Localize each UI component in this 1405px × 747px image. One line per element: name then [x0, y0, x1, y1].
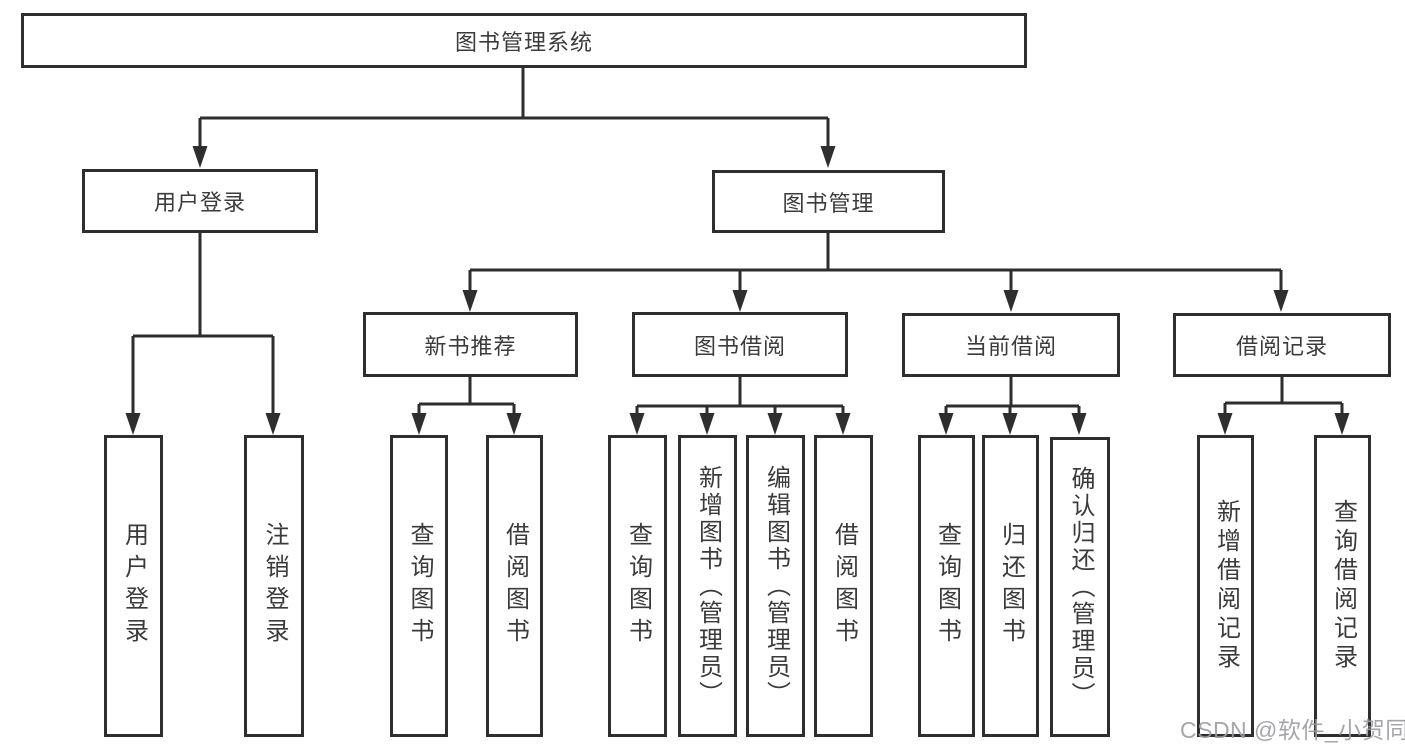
leaf-current-query-books: 查询图书 — [918, 435, 975, 737]
node-label: 编辑图书（管理员） — [762, 464, 790, 708]
node-label: 注销登录 — [261, 522, 288, 650]
node-label: 查询图书 — [406, 522, 433, 650]
node-label: 图书借阅 — [693, 333, 786, 359]
node-label: 查询借阅记录 — [1329, 499, 1357, 673]
node-label: 确认归还（管理员） — [1067, 465, 1094, 709]
node-book-borrow: 图书借阅 — [632, 312, 848, 377]
node-label: 新书推荐 — [424, 333, 517, 359]
watermark: CSDN @软件_小贺同学 — [1180, 717, 1405, 743]
node-label: 查询图书 — [933, 522, 961, 650]
node-label: 当前借阅 — [964, 334, 1057, 359]
node-label: 用户登录 — [153, 190, 246, 215]
leaf-borrow-books: 借阅图书 — [814, 435, 873, 737]
node-label: 图书管理 — [782, 190, 875, 216]
node-label: 借阅图书 — [830, 522, 858, 650]
node-label: 新增图书（管理员） — [694, 464, 722, 708]
node-user-login: 用户登录 — [82, 169, 318, 233]
node-label: 借阅记录 — [1235, 334, 1328, 359]
node-book-management: 图书管理 — [712, 170, 945, 233]
node-label: 借阅图书 — [501, 522, 529, 650]
leaf-add-borrow-record: 新增借阅记录 — [1197, 435, 1254, 737]
node-root-system: 图书管理系统 — [21, 13, 1027, 68]
leaf-add-books-admin: 新增图书（管理员） — [678, 435, 737, 737]
node-label: 图书管理系统 — [454, 29, 593, 55]
node-current-borrow: 当前借阅 — [902, 313, 1120, 377]
node-label: 归还图书 — [997, 522, 1025, 650]
leaf-query-borrow-record: 查询借阅记录 — [1314, 435, 1371, 737]
leaf-logout-login: 注销登录 — [244, 435, 304, 737]
node-label: 用户登录 — [120, 522, 148, 650]
leaf-recommend-query-books: 查询图书 — [390, 435, 448, 737]
leaf-return-books: 归还图书 — [982, 435, 1039, 737]
leaf-borrow-query-books: 查询图书 — [608, 435, 667, 737]
node-label: 查询图书 — [624, 522, 652, 650]
leaf-edit-books-admin: 编辑图书（管理员） — [746, 435, 805, 737]
leaf-confirm-return-admin: 确认归还（管理员） — [1050, 437, 1110, 737]
leaf-user-login: 用户登录 — [104, 435, 163, 737]
node-label: 新增借阅记录 — [1212, 499, 1240, 673]
leaf-recommend-borrow-books: 借阅图书 — [486, 435, 543, 737]
node-new-book-recommend: 新书推荐 — [363, 312, 578, 377]
node-borrow-records: 借阅记录 — [1173, 313, 1391, 377]
